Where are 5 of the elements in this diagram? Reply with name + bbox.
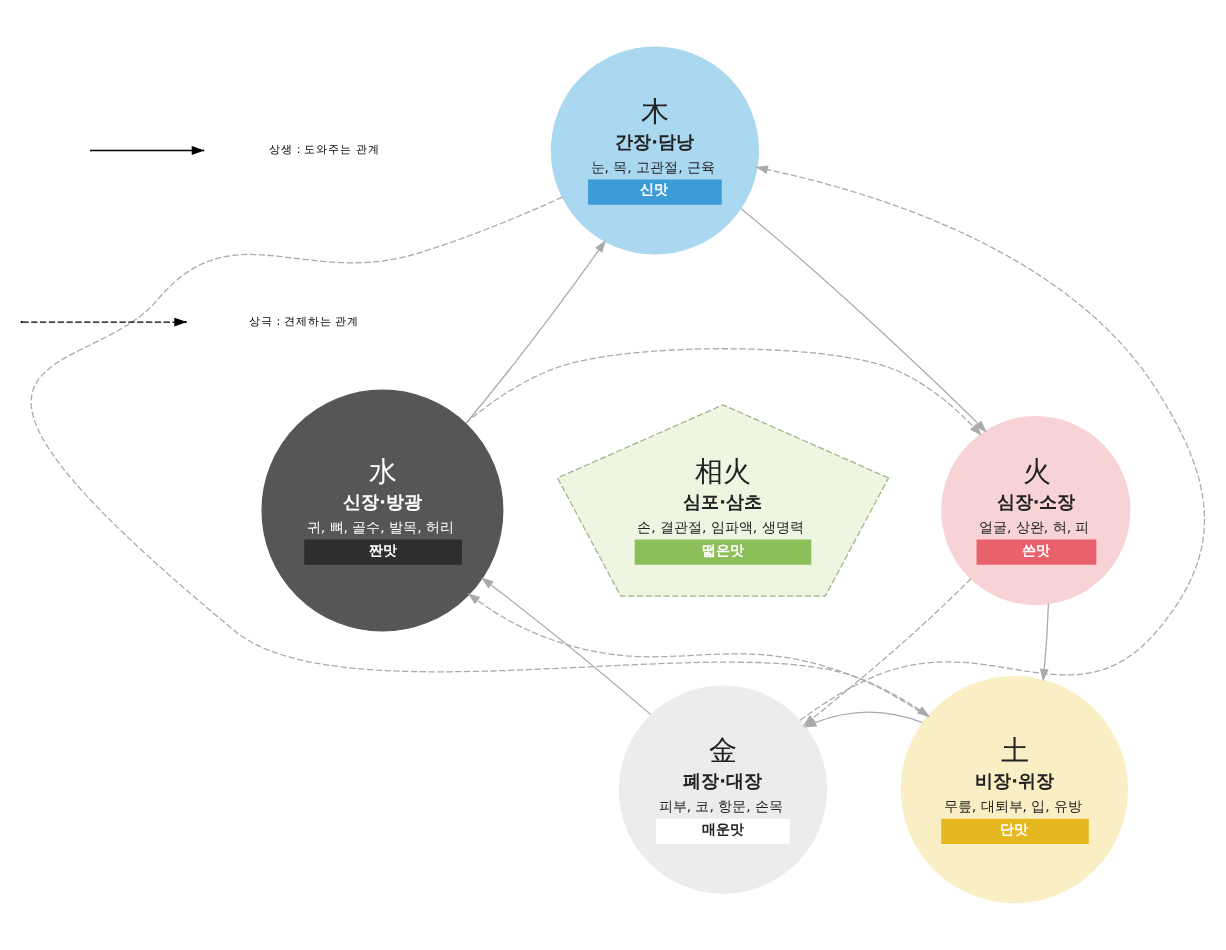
arrow [740, 208, 987, 433]
arrow [465, 348, 982, 436]
arrow [465, 239, 606, 424]
arrow [1039, 602, 1050, 682]
arrow [481, 577, 652, 716]
